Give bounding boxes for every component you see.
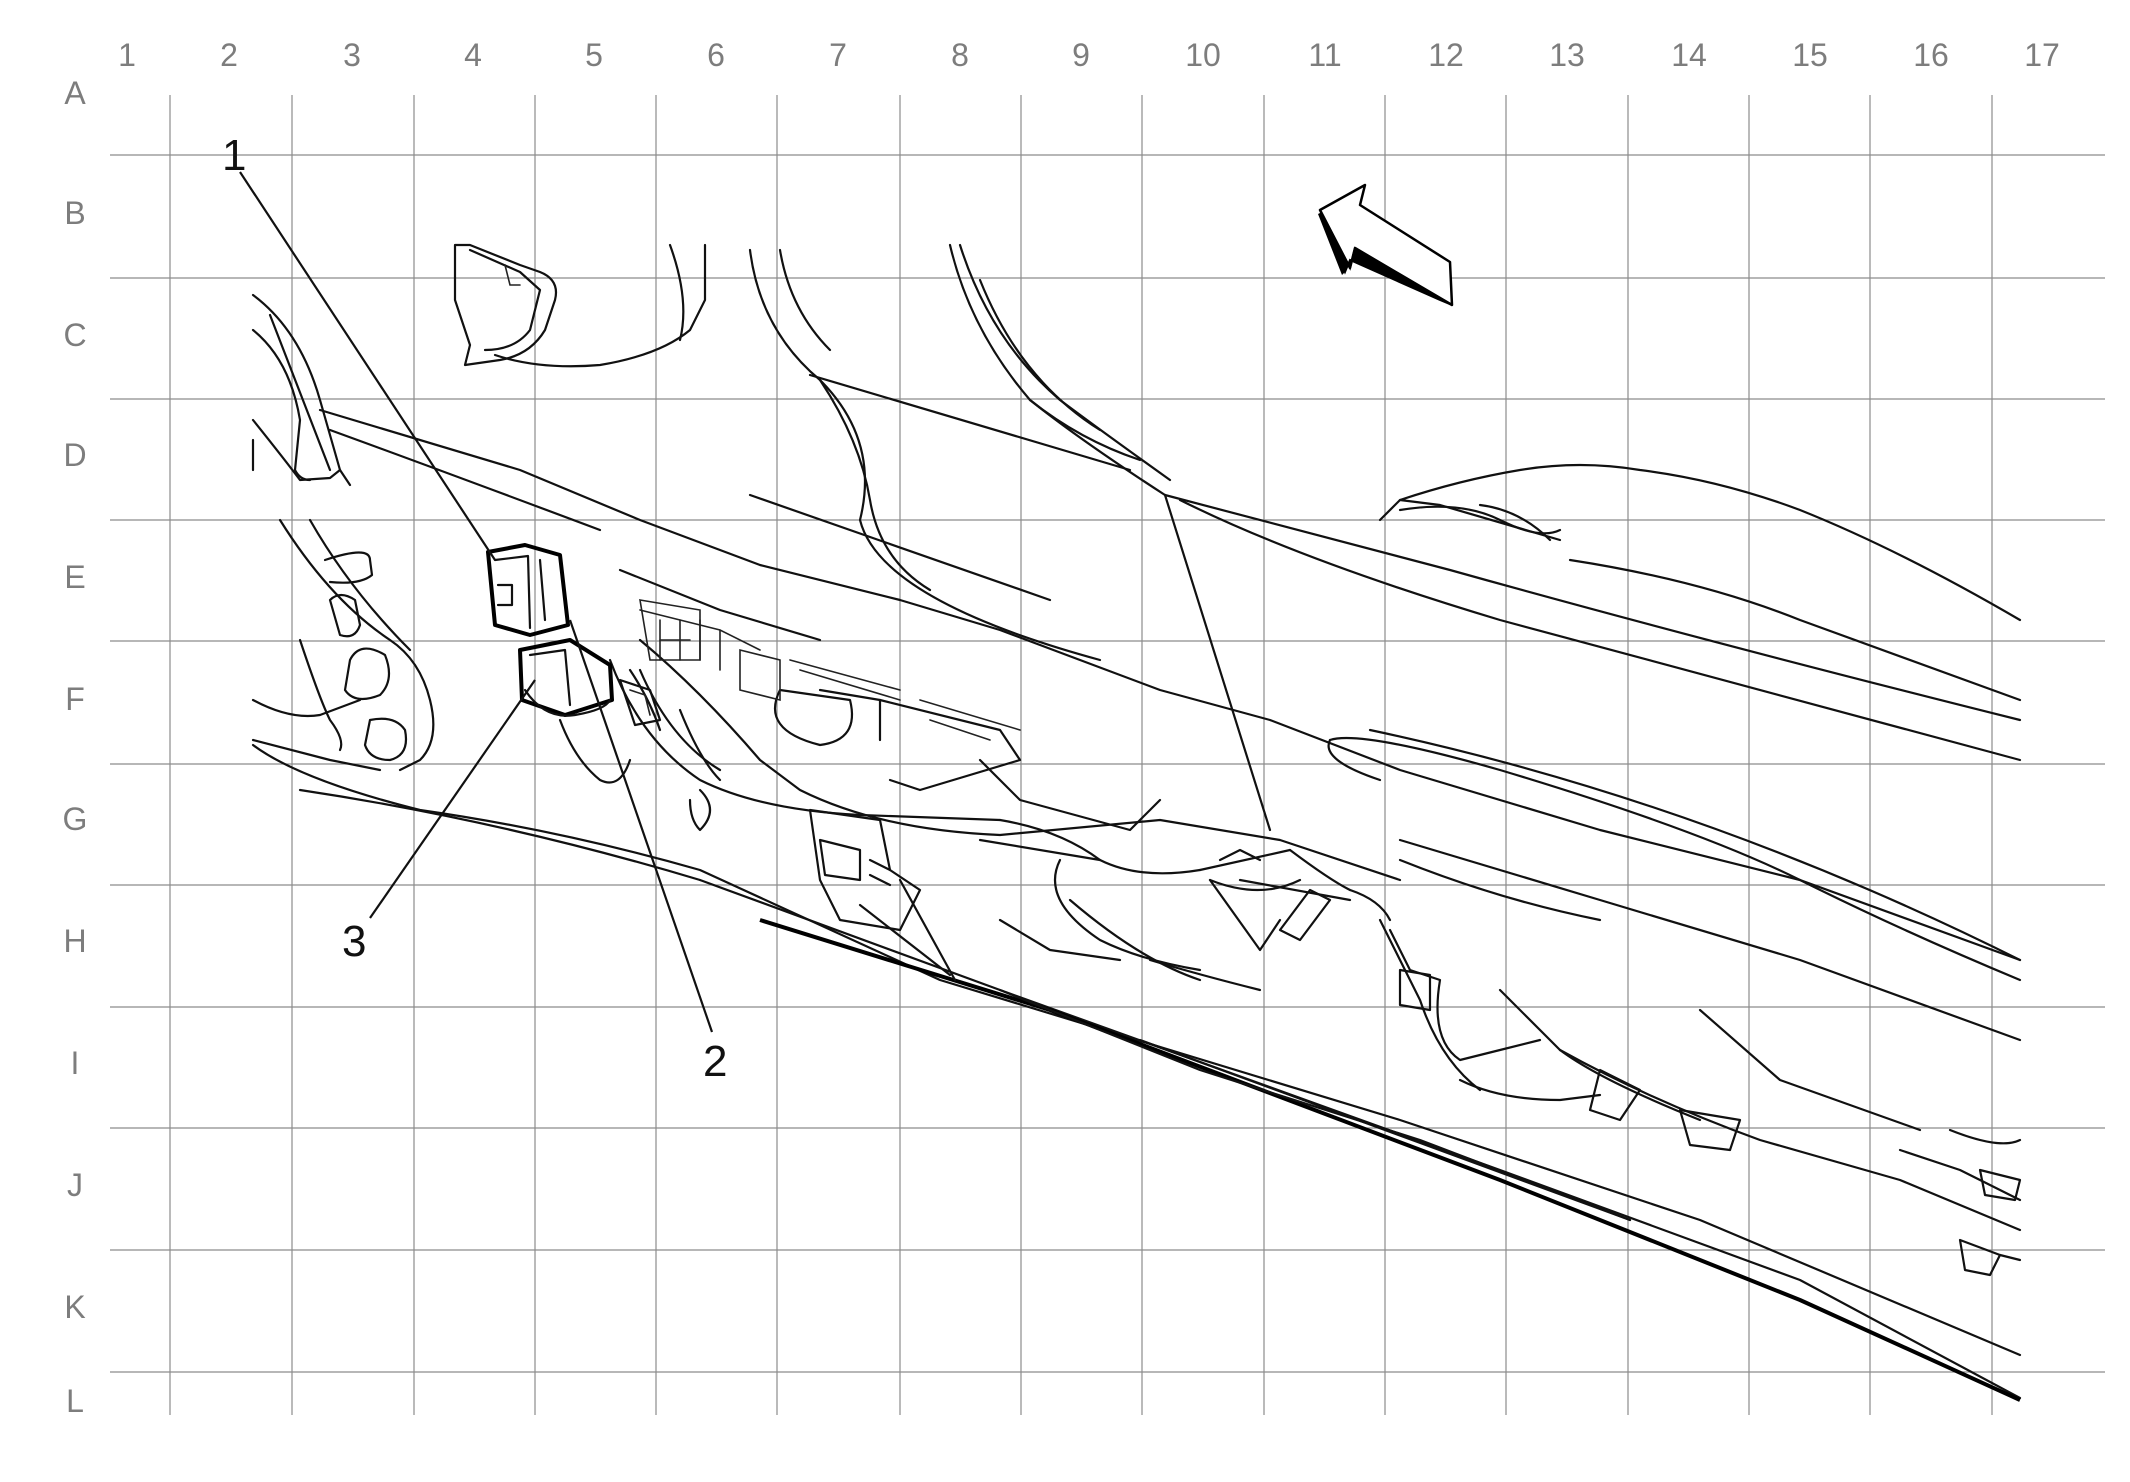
callout-2-number: 2 xyxy=(703,1037,727,1086)
grid-column-label: 5 xyxy=(585,37,603,73)
grid-column-label: 6 xyxy=(707,37,725,73)
grid-lines xyxy=(110,95,2105,1415)
harness-clip xyxy=(618,678,662,727)
grid-row-label: C xyxy=(63,317,86,353)
grid-row-label: L xyxy=(66,1383,84,1419)
grid-row-label: I xyxy=(71,1045,80,1081)
callout-1-leader xyxy=(239,171,496,561)
grid-row-label: D xyxy=(63,437,86,473)
grid-column-label: 17 xyxy=(2024,37,2060,73)
callout-leaders xyxy=(239,171,714,1033)
grid-column-label: 10 xyxy=(1185,37,1221,73)
grid-column-label: 3 xyxy=(343,37,361,73)
grid-column-label: 9 xyxy=(1072,37,1090,73)
grid-row-label: J xyxy=(67,1167,83,1203)
grid-column-label: 8 xyxy=(951,37,969,73)
grid-row-label: G xyxy=(63,801,88,837)
grid-row-label: B xyxy=(64,195,85,231)
grid-row-label: H xyxy=(63,923,86,959)
grid-column-label: 7 xyxy=(829,37,847,73)
center-floor-panel xyxy=(318,243,2022,1232)
grid-column-label: 13 xyxy=(1549,37,1585,73)
callout-3-number: 3 xyxy=(342,917,366,966)
upper-bracket xyxy=(453,243,707,368)
callout-2-leader xyxy=(568,619,714,1033)
callout-1-number: 1 xyxy=(222,131,246,180)
grid-column-label: 2 xyxy=(220,37,238,73)
rocker-panel xyxy=(251,743,2022,1402)
duct-and-harness xyxy=(608,599,1392,992)
grid-column-label: 12 xyxy=(1428,37,1464,73)
row-labels: A B C D E F G H I J K L xyxy=(63,75,88,1419)
grid-column-label: 4 xyxy=(464,37,482,73)
grid-row-label: E xyxy=(64,559,85,595)
grid-row-label: A xyxy=(64,75,86,111)
grid-row-label: F xyxy=(65,681,85,717)
grid-column-label: 11 xyxy=(1308,37,1341,73)
connector-upper xyxy=(486,543,570,637)
forward-direction-arrow-icon xyxy=(1318,183,1454,307)
grid-column-label: 16 xyxy=(1913,37,1949,73)
grid-row-label: K xyxy=(64,1289,85,1325)
vehicle-structure-drawing xyxy=(251,243,2022,1402)
grid-column-label: 15 xyxy=(1792,37,1828,73)
left-structure xyxy=(251,293,435,772)
harness-clips-right xyxy=(808,808,2022,1277)
connector-lower xyxy=(518,638,632,784)
callout-3-leader xyxy=(369,679,536,919)
grid-column-label: 14 xyxy=(1671,37,1707,73)
grid-column-label: 1 xyxy=(118,37,136,73)
